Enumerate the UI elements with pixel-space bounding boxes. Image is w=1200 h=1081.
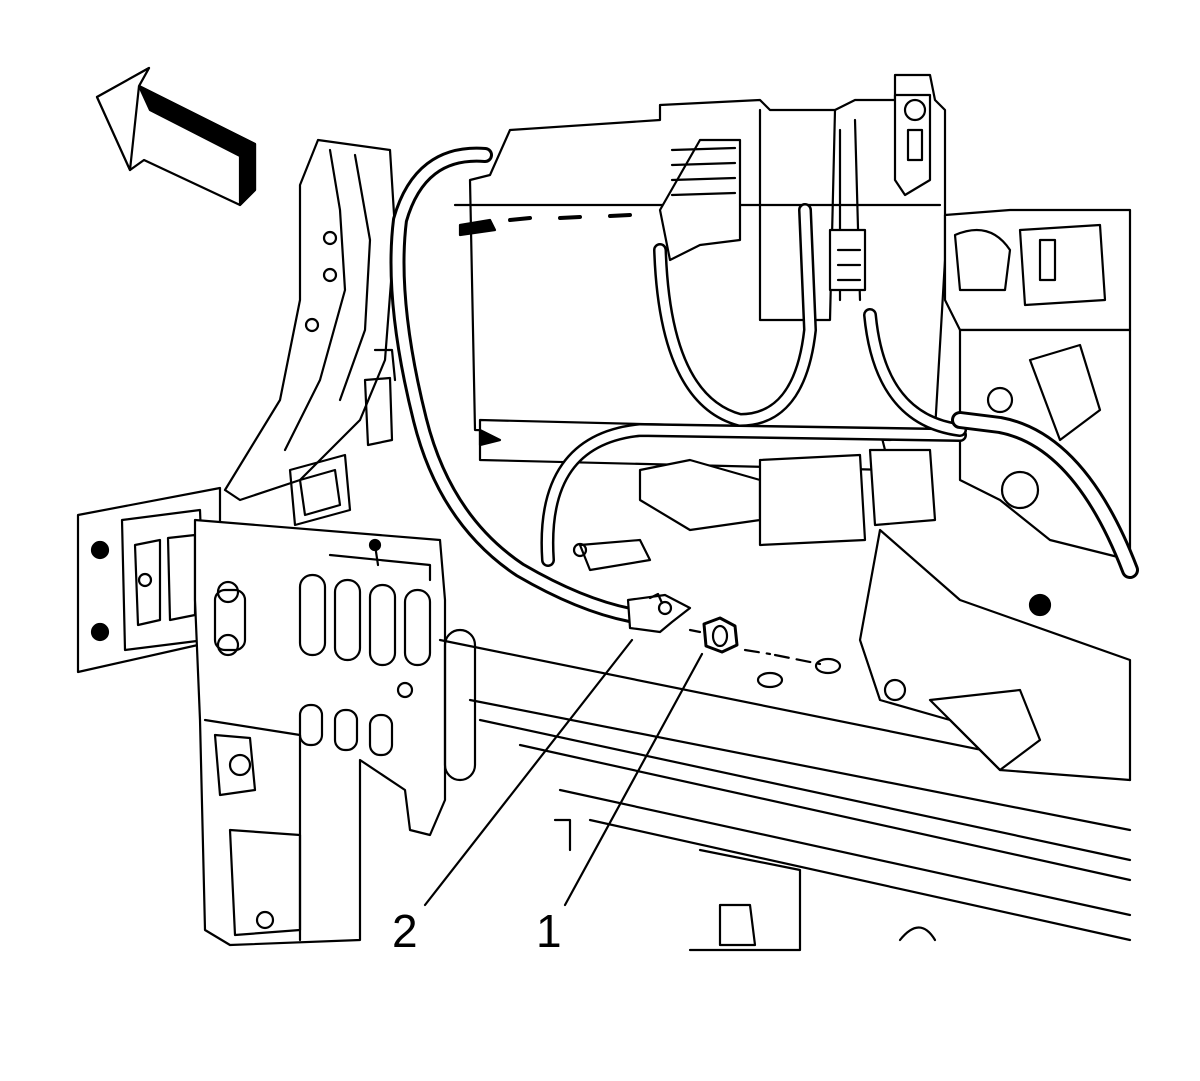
callout-label-1: 1 <box>536 905 562 957</box>
cable-terminal <box>626 592 692 634</box>
mounting-nut <box>688 616 842 689</box>
battery-module <box>453 73 947 472</box>
battery-cable <box>389 146 1139 623</box>
callout-label-2: 2 <box>392 905 418 957</box>
front-frame-pillar <box>223 138 397 527</box>
lower-radiator-support <box>193 518 477 947</box>
lower-rails <box>438 638 1132 952</box>
arrow-up-left-icon <box>95 66 257 207</box>
leader-lines <box>423 638 704 907</box>
leader-line-1 <box>563 652 704 907</box>
leader-line-2 <box>423 638 634 907</box>
